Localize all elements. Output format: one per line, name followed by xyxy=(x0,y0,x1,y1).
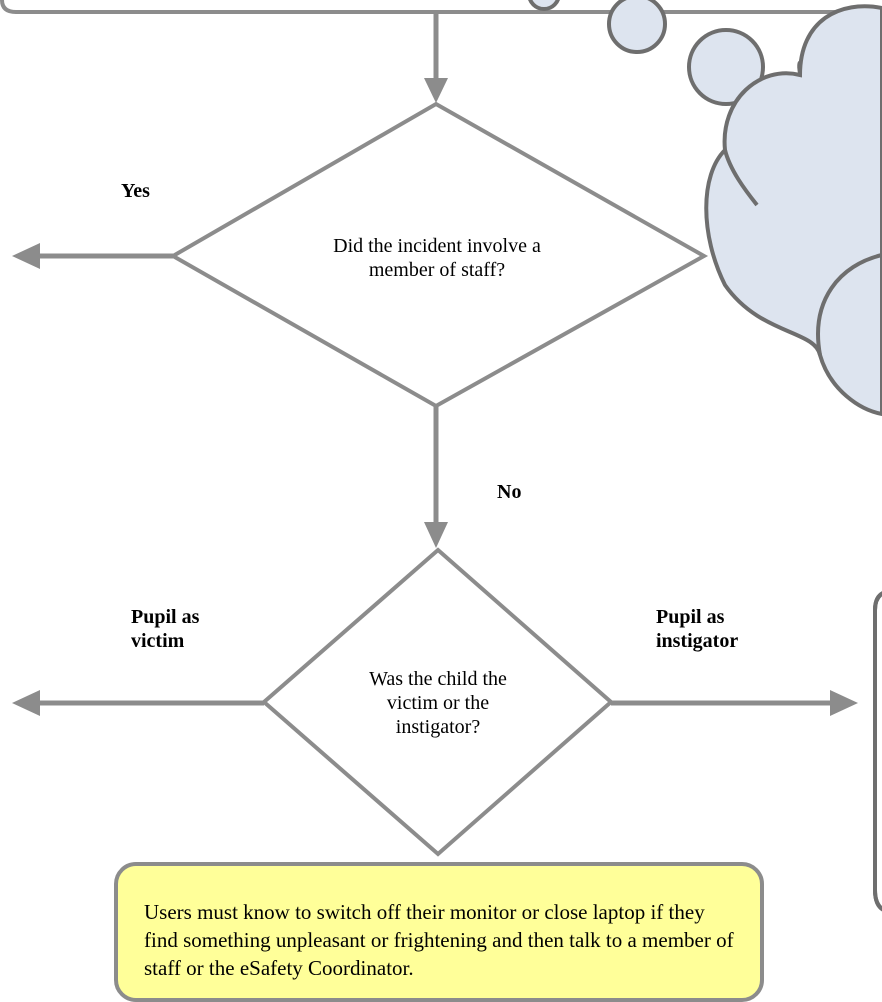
decision-1-question: Did the incident involve a member of sta… xyxy=(333,235,541,281)
pupil-instigator-label: Pupil as instigator xyxy=(656,606,739,652)
advice-note: Users must know to switch off their moni… xyxy=(114,862,764,1002)
no-label: No xyxy=(497,481,522,503)
advice-note-text: Users must know to switch off their moni… xyxy=(144,900,734,980)
flowchart-canvas xyxy=(0,0,882,914)
no-arrow xyxy=(424,406,448,548)
top-box xyxy=(0,0,882,14)
pupil-victim-label: Pupil as victim xyxy=(131,606,200,652)
arrow-to-decision-1 xyxy=(424,12,448,103)
thought-cloud xyxy=(528,0,882,417)
instigator-arrow xyxy=(611,690,858,716)
victim-arrow xyxy=(12,690,264,716)
decision-2-question: Was the child the victim or the instigat… xyxy=(369,668,507,738)
yes-label: Yes xyxy=(121,180,150,202)
yes-arrow xyxy=(12,243,173,269)
decision-2-diamond xyxy=(260,547,615,857)
